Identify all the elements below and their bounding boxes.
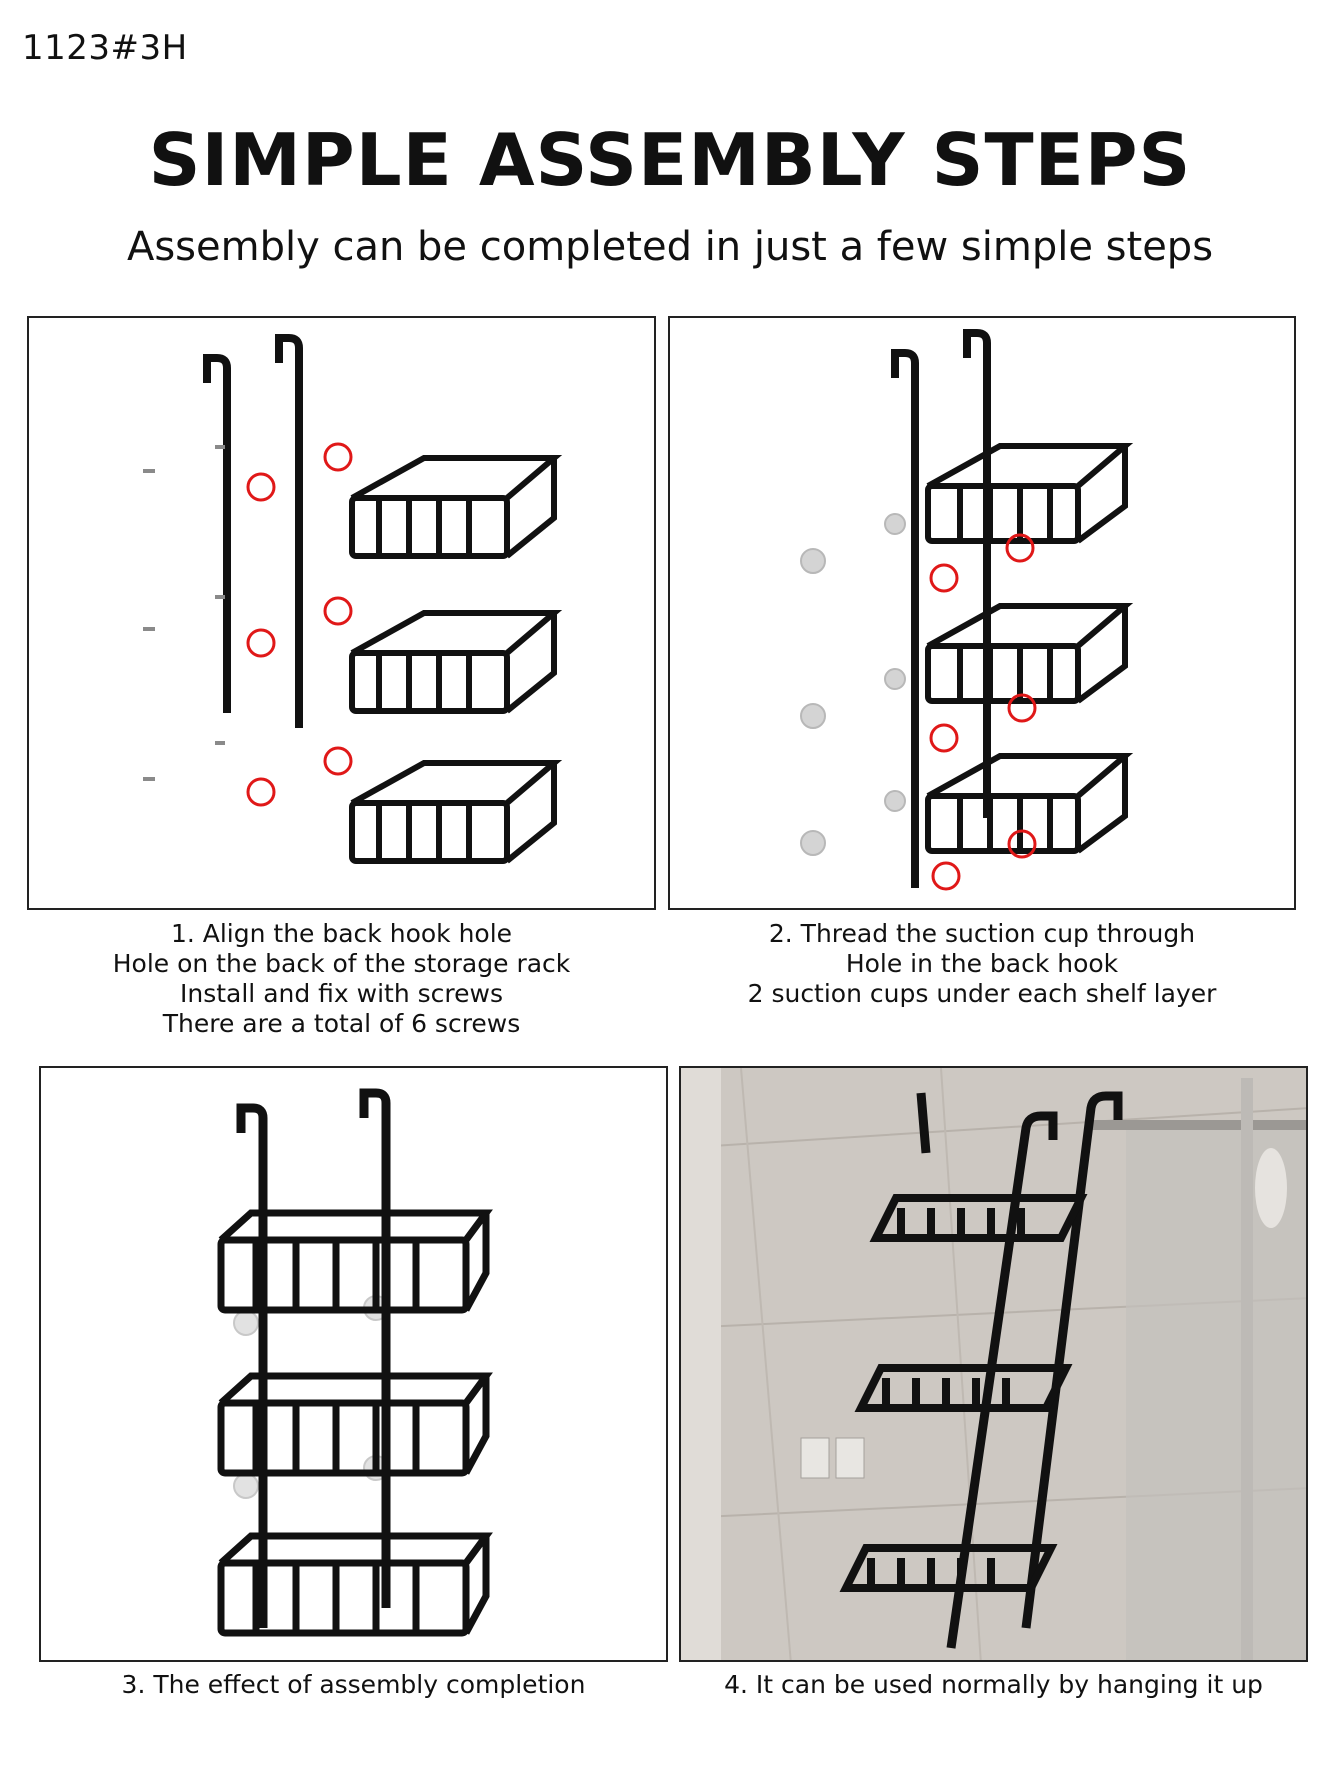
step-4-caption: 4. It can be used normally by hanging it… — [679, 1670, 1308, 1700]
step-1-line-3: Install and fix with screws — [179, 979, 503, 1008]
step-3-caption: 3. The effect of assembly completion — [39, 1670, 668, 1700]
shelf-basket-icon — [925, 443, 1134, 854]
screw-icon — [143, 445, 225, 781]
rack-hook-icon — [916, 1091, 1123, 1649]
step-4-line-1: 4. It can be used normally by hanging it… — [724, 1670, 1263, 1699]
highlight-circle-icon — [246, 442, 353, 807]
step-1-line-2: Hole on the back of the storage rack — [112, 949, 571, 978]
step-1-line-1: 1. Align the back hook hole — [170, 919, 513, 948]
step-2-line-1: 2. Thread the suction cup through — [768, 919, 1196, 948]
step-2-line-2: Hole in the back hook — [845, 949, 1119, 978]
step-2-diagram — [800, 329, 1134, 891]
step-3-line-1: 3. The effect of assembly completion — [121, 1670, 586, 1699]
highlight-circle-icon — [929, 533, 1037, 891]
page-title: SIMPLE ASSEMBLY STEPS — [148, 118, 1192, 202]
model-code: 1123#3H — [22, 28, 188, 68]
step-2-line-3: 2 suction cups under each shelf layer — [747, 979, 1217, 1008]
shelf-basket-icon — [839, 1194, 1088, 1592]
suction-cup-icon — [800, 513, 906, 856]
step-3-illustration — [39, 1066, 668, 1662]
step-1-caption: 1. Align the back hook hole Hole on the … — [27, 919, 656, 1039]
step-2-caption: 2. Thread the suction cup through Hole i… — [668, 919, 1296, 1009]
step-1-line-4: There are a total of 6 screws — [162, 1009, 521, 1038]
rack-hook-icon — [236, 1088, 391, 1628]
step-1-diagram — [143, 334, 563, 864]
shelf-basket-icon — [217, 1209, 493, 1637]
page-subtitle: Assembly can be completed in just a few … — [126, 224, 1214, 270]
step-4-photo — [679, 1066, 1308, 1662]
rack-hook-icon — [203, 334, 303, 728]
step-1-illustration — [27, 316, 656, 910]
shelf-basket-icon — [349, 455, 563, 864]
step-3-diagram — [217, 1088, 493, 1637]
step-4-scene — [681, 1068, 1306, 1660]
step-2-illustration — [668, 316, 1296, 910]
rack-hook-icon — [891, 329, 991, 888]
